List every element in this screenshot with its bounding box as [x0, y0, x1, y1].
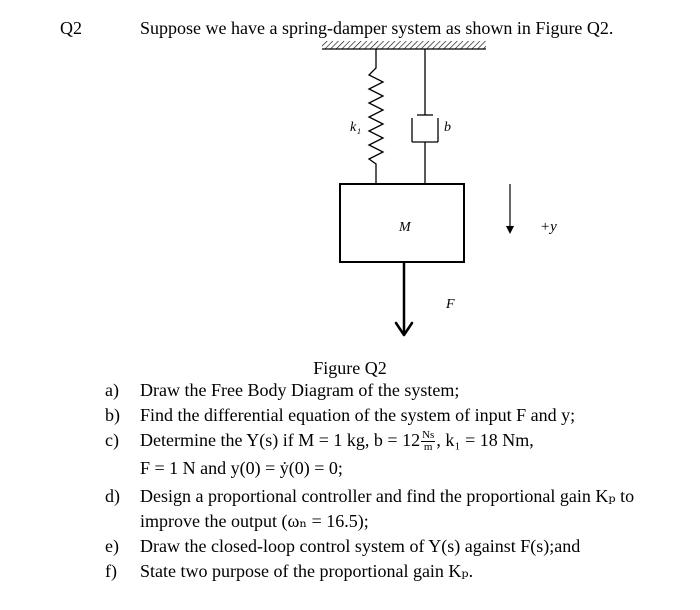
force-label: F: [445, 297, 455, 312]
force-arrow: [394, 262, 414, 337]
fraction-numerator: Ns: [421, 429, 436, 443]
mass-block: [339, 183, 465, 263]
damper-b: [411, 49, 439, 184]
ground-hatch: [322, 41, 486, 49]
part-d-label: d): [105, 486, 120, 506]
part-a-label: a): [105, 380, 119, 400]
figure-caption: Figure Q2: [313, 358, 387, 378]
part-a-text: Draw the Free Body Diagram of the system…: [140, 380, 460, 400]
part-c-line2: F = 1 N and y(0) = ẏ(0) = 0;: [140, 458, 343, 478]
part-f-label: f): [105, 561, 117, 581]
mass-label: M: [398, 220, 412, 235]
direction-label: +y: [540, 219, 557, 235]
part-c-line1-post: , k₁ = 18 Nm,: [436, 430, 534, 450]
part-e-label: e): [105, 536, 119, 556]
part-c-label: c): [105, 430, 119, 450]
part-e-text: Draw the closed-loop control system of Y…: [140, 536, 581, 556]
spring-k1: [367, 49, 385, 184]
question-intro: Suppose we have a spring-damper system a…: [140, 18, 614, 38]
part-d-line1: Design a proportional controller and fin…: [140, 486, 635, 506]
spring-label: k₁: [350, 120, 361, 135]
part-b-text: Find the differential equation of the sy…: [140, 405, 576, 425]
question-number: Q2: [60, 18, 82, 38]
damper-label: b: [444, 120, 451, 135]
part-c-line1-pre: Determine the Y(s) if M = 1 kg, b = 12: [140, 430, 421, 450]
direction-arrow: [506, 184, 514, 234]
part-d-line2: improve the output (ωₙ = 16.5);: [140, 511, 369, 531]
fraction-denominator: m: [423, 441, 433, 454]
part-f-text: State two purpose of the proportional ga…: [140, 561, 474, 581]
part-b-label: b): [105, 405, 120, 425]
spring-damper-figure: k₁ b M F +y: [322, 41, 557, 337]
